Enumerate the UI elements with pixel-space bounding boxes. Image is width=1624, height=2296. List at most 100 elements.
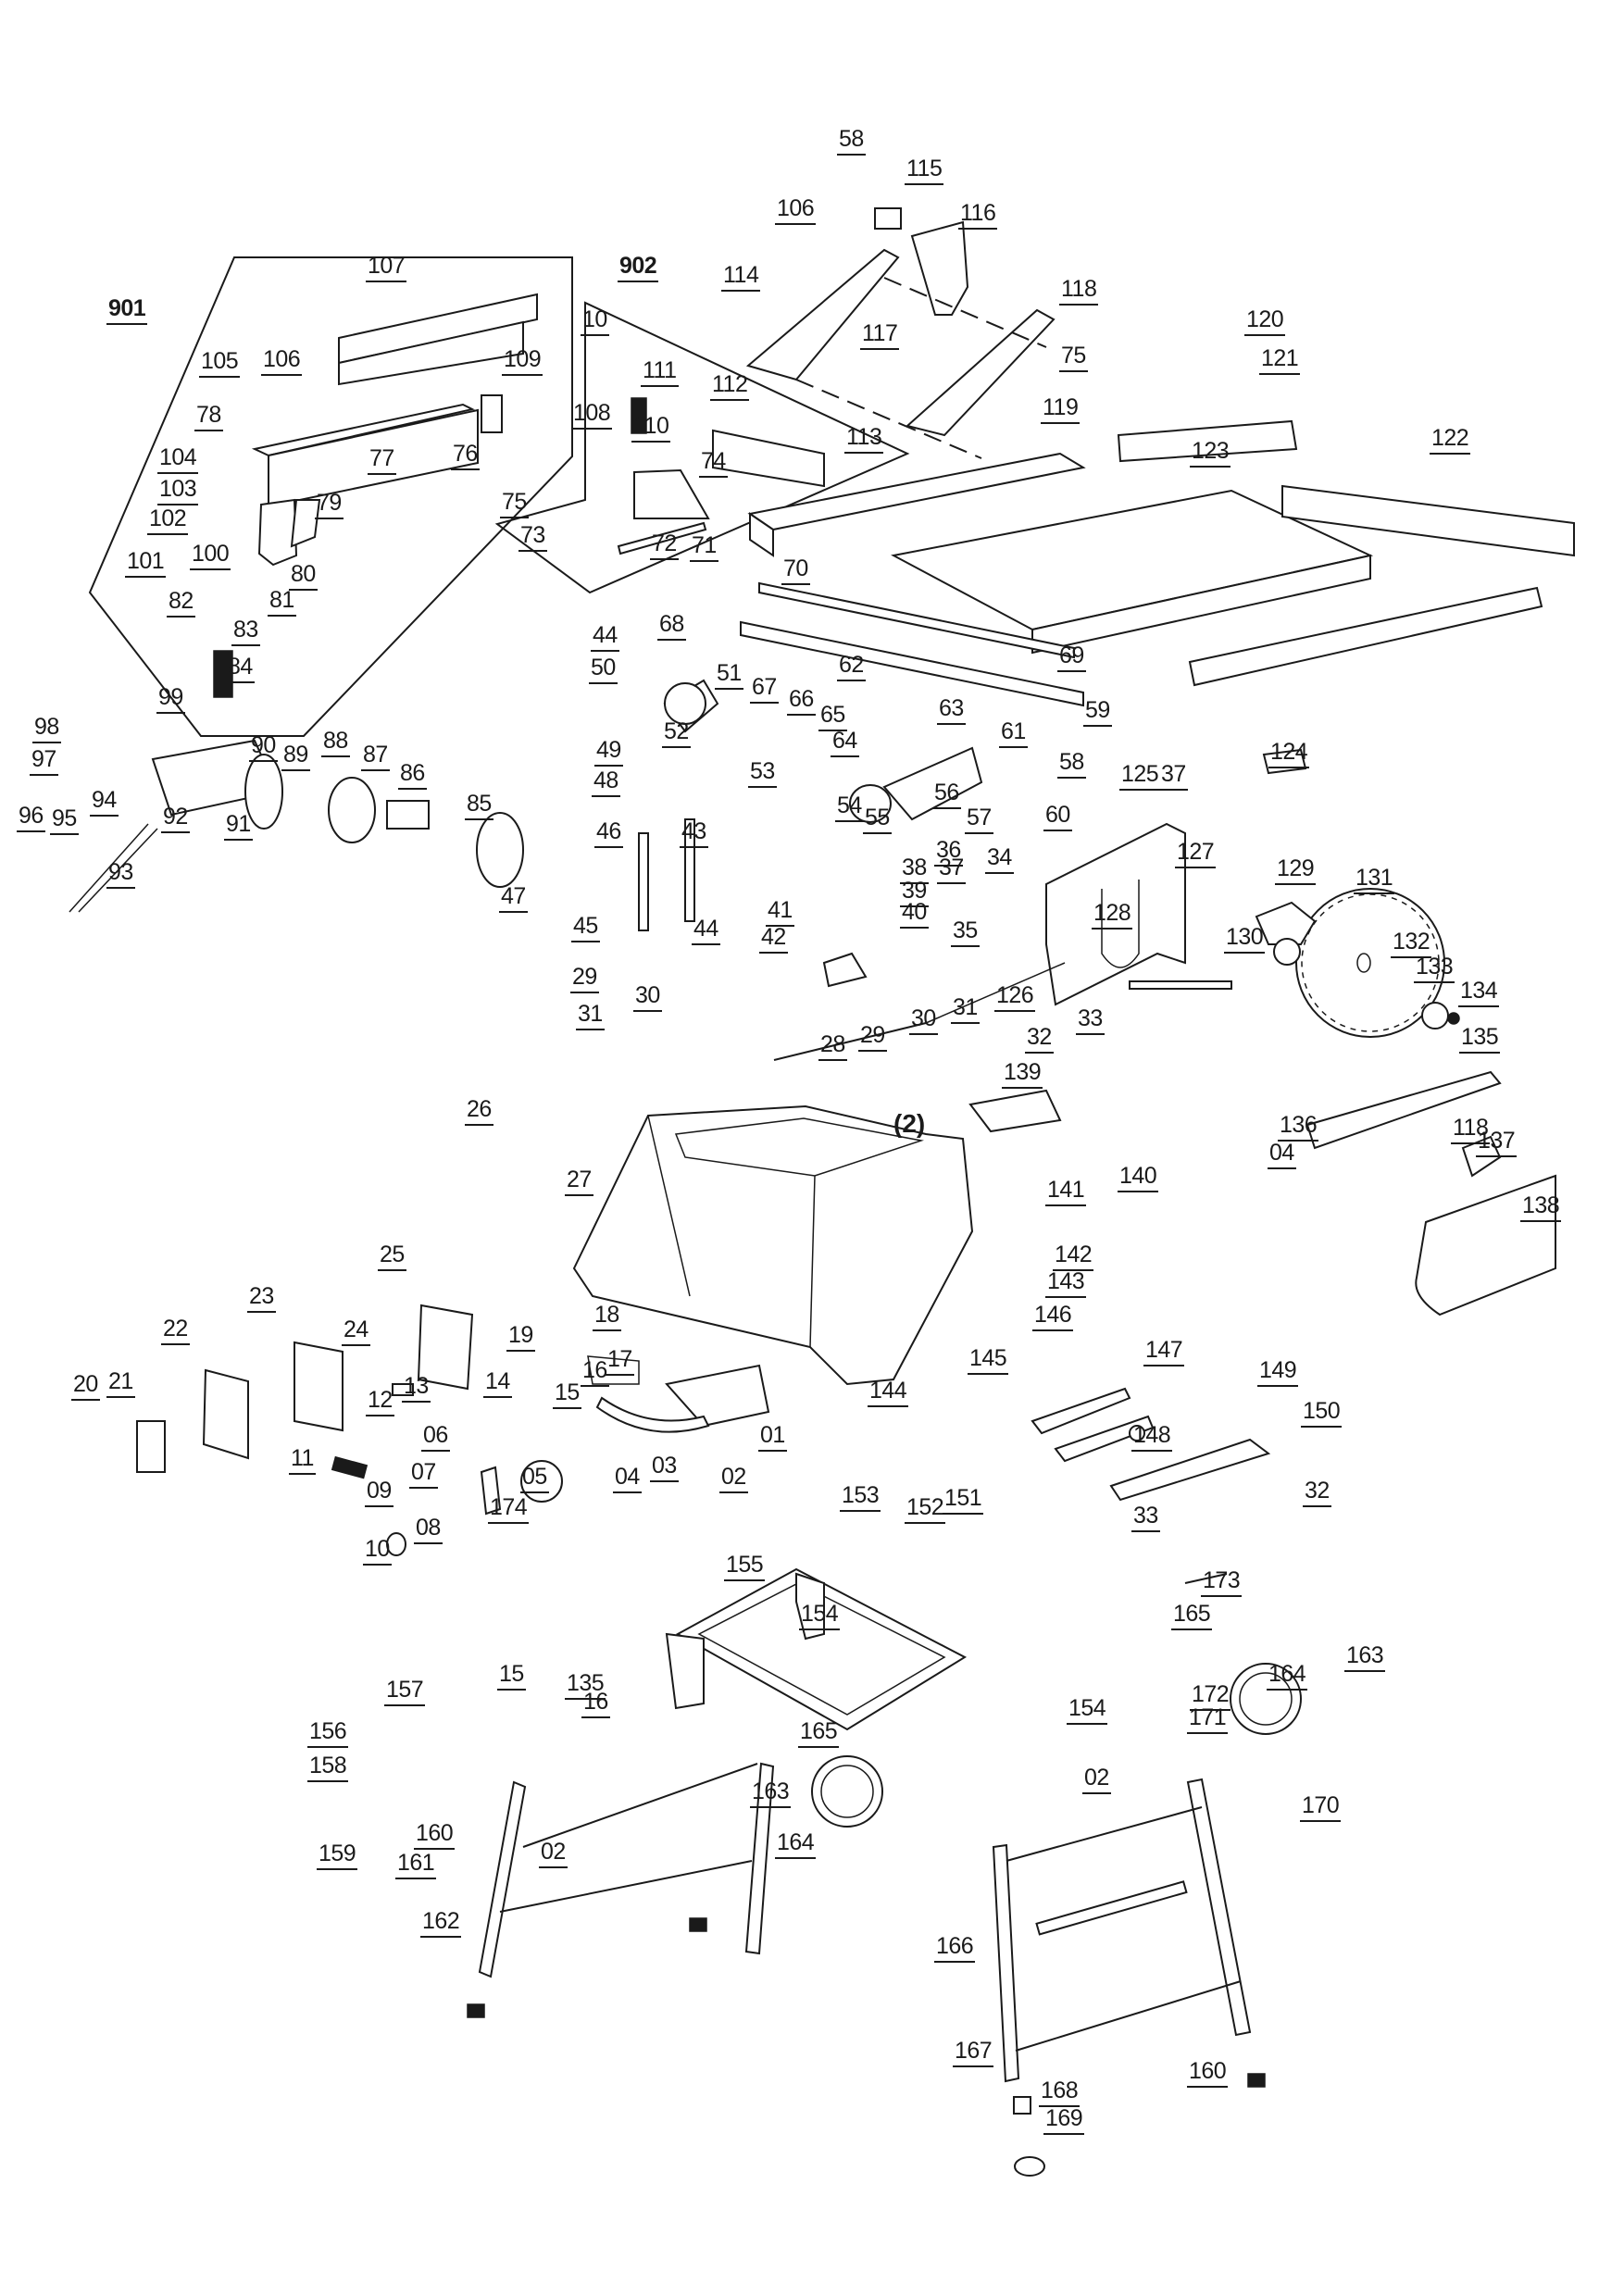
part-callout-160: 160	[414, 1822, 456, 1850]
part-callout-145: 145	[968, 1347, 1009, 1375]
part-callout-143: 143	[1045, 1270, 1087, 1298]
part-callout-102: 102	[147, 507, 189, 535]
part-callout-123: 123	[1190, 440, 1231, 468]
part-callout-38: 38	[900, 856, 929, 884]
part-callout-39: 39	[900, 880, 929, 907]
part-callout-94: 94	[90, 789, 119, 817]
part-callout-35: 35	[951, 919, 980, 947]
part-callout-116: 116	[958, 202, 998, 230]
part-callout-158: 158	[307, 1754, 349, 1782]
part-callout-13: 13	[402, 1375, 431, 1403]
part-callout-87: 87	[361, 743, 390, 771]
part-callout-153: 153	[840, 1484, 881, 1512]
part-callout-164: 164	[1267, 1663, 1308, 1691]
part-callout-128: 128	[1092, 902, 1133, 930]
part-callout-02: 02	[1082, 1766, 1111, 1794]
part-callout-37: 37	[1159, 763, 1188, 791]
switch-box-parts	[136, 1304, 474, 1473]
part-callout-16: 16	[581, 1359, 609, 1387]
part-callout-71: 71	[690, 534, 718, 562]
tools	[1031, 1387, 1271, 1584]
part-callout-56: 56	[932, 781, 961, 809]
part-callout-109: 109	[502, 348, 543, 376]
part-callout-120: 120	[1244, 308, 1286, 336]
part-callout-27: 27	[565, 1168, 593, 1196]
part-callout-60: 60	[1043, 804, 1072, 831]
part-callout-152: 152	[905, 1496, 946, 1524]
part-callout-79: 79	[315, 492, 344, 519]
part-callout-170: 170	[1300, 1794, 1342, 1822]
group-label-901: 901	[106, 297, 148, 325]
part-callout-02: 02	[539, 1841, 568, 1868]
part-callout-150: 150	[1301, 1400, 1343, 1428]
riving-knife-and-guard	[1305, 1070, 1556, 1316]
part-callout-29: 29	[570, 966, 599, 993]
part-callout-07: 07	[409, 1461, 438, 1489]
part-callout-23: 23	[247, 1285, 276, 1313]
part-callout-115: 115	[905, 157, 944, 185]
part-callout-81: 81	[268, 589, 296, 617]
part-callout-32: 32	[1025, 1026, 1054, 1054]
part-callout-44: 44	[591, 624, 619, 652]
part-callout-15: 15	[553, 1381, 581, 1409]
part-callout-164: 164	[775, 1831, 817, 1859]
part-callout-30: 30	[909, 1007, 938, 1035]
part-callout-113: 113	[844, 426, 884, 454]
part-callout-73: 73	[518, 524, 547, 552]
part-callout-43: 43	[680, 820, 708, 848]
part-callout-10: 10	[581, 308, 609, 336]
part-callout-29: 29	[858, 1024, 887, 1052]
part-callout-37: 37	[937, 856, 966, 884]
part-callout-119: 119	[1041, 396, 1081, 424]
part-callout-32: 32	[1303, 1479, 1331, 1507]
part-callout-112: 112	[710, 373, 750, 401]
part-callout-155: 155	[724, 1554, 766, 1581]
part-callout-171: 171	[1187, 1706, 1229, 1734]
part-callout-137: 137	[1476, 1129, 1518, 1157]
part-callout-172: 172	[1190, 1683, 1231, 1711]
handle-84	[213, 650, 233, 698]
part-callout-104: 104	[157, 446, 199, 474]
part-callout-95: 95	[50, 807, 79, 835]
fence-clamp-79	[257, 498, 321, 567]
part-callout-118: 118	[1451, 1117, 1491, 1144]
part-callout-05: 05	[520, 1466, 549, 1493]
part-callout-76: 76	[451, 443, 480, 470]
part-callout-136: 136	[1278, 1114, 1319, 1142]
part-callout-06: 06	[421, 1424, 450, 1452]
part-callout-149: 149	[1257, 1359, 1299, 1387]
part-callout-42: 42	[759, 926, 788, 954]
part-callout-96: 96	[17, 805, 45, 832]
annotation-quantity: (2)	[893, 1109, 926, 1138]
part-callout-110: 110	[631, 415, 671, 443]
part-callout-90: 90	[249, 734, 278, 762]
part-callout-21: 21	[106, 1370, 135, 1398]
table-top	[747, 419, 1575, 687]
group-label-902: 902	[618, 255, 659, 282]
part-callout-124: 124	[1268, 741, 1310, 768]
bevel-adjust-parts	[331, 1396, 710, 1556]
part-callout-108: 108	[571, 402, 613, 430]
part-callout-167: 167	[953, 2040, 994, 2067]
part-callout-111: 111	[641, 359, 679, 387]
part-callout-83: 83	[231, 618, 260, 646]
group-901-outline	[88, 256, 573, 737]
feet	[467, 1917, 1266, 2177]
part-callout-49: 49	[594, 739, 623, 767]
part-callout-02: 02	[719, 1466, 748, 1493]
part-callout-135: 135	[1459, 1026, 1501, 1054]
part-callout-169: 169	[1043, 2107, 1085, 2135]
part-callout-75: 75	[500, 491, 529, 518]
part-callout-114: 114	[721, 264, 761, 292]
part-callout-86: 86	[398, 762, 427, 790]
part-callout-161: 161	[395, 1852, 437, 1879]
part-callout-88: 88	[321, 730, 350, 757]
part-callout-10: 10	[363, 1538, 392, 1566]
part-callout-22: 22	[161, 1317, 190, 1345]
part-callout-98: 98	[32, 716, 61, 743]
part-callout-61: 61	[999, 720, 1028, 748]
part-callout-160: 160	[1187, 2060, 1229, 2088]
part-callout-154: 154	[1067, 1697, 1108, 1725]
part-callout-41: 41	[766, 899, 794, 927]
